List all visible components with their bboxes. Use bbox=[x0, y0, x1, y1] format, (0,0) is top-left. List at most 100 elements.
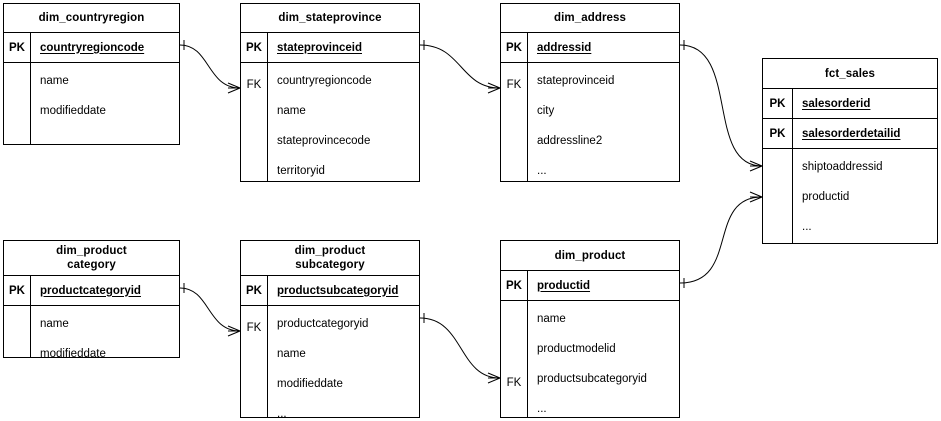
attribute-dim_countryregion-0[interactable]: name bbox=[40, 75, 69, 87]
attribute-tag-column-dim_productcategory bbox=[4, 306, 31, 357]
fk-tag-dim_productsubcategory-0: FK bbox=[246, 322, 262, 334]
attribute-list-dim_countryregion: name modifieddate bbox=[31, 63, 179, 144]
relationship-product-to-sales[interactable] bbox=[679, 191, 763, 288]
cardinality-many-marker bbox=[487, 82, 501, 94]
attribute-dim_stateprovince-2[interactable]: stateprovincecode bbox=[277, 135, 371, 147]
key-row-dim_stateprovince-stateprovinceid[interactable]: PK stateprovinceid bbox=[241, 33, 419, 63]
entity-title-dim_stateprovince: dim_stateprovince bbox=[241, 4, 419, 33]
attribute-dim_address-3[interactable]: ... bbox=[537, 165, 547, 177]
relationship-line bbox=[679, 44, 763, 167]
key-name-dim_productcategory-0: productcategoryid bbox=[40, 284, 141, 297]
attribute-dim_address-2[interactable]: addressline2 bbox=[537, 135, 603, 147]
attribute-dim_product-2[interactable]: productsubcategoryid bbox=[537, 373, 647, 385]
relationship-countryregion-to-stateprovince[interactable] bbox=[179, 40, 241, 94]
cardinality-many-marker bbox=[749, 191, 763, 203]
attribute-dim_productsubcategory-2[interactable]: modifieddate bbox=[277, 378, 343, 390]
attribute-section-fct_sales: shiptoaddressid productid... bbox=[763, 149, 937, 243]
key-row-dim_productcategory-productcategoryid[interactable]: PK productcategoryid bbox=[4, 276, 179, 306]
attribute-list-dim_product: name productmodelid productsubcategoryid..… bbox=[528, 301, 679, 417]
entity-title-dim_address: dim_address bbox=[501, 4, 679, 33]
cardinality-many-marker bbox=[227, 82, 241, 94]
attribute-section-dim_countryregion: name modifieddate bbox=[4, 63, 179, 144]
attribute-dim_product-0[interactable]: name bbox=[537, 313, 566, 325]
attribute-dim_stateprovince-0[interactable]: countryregioncode bbox=[277, 75, 372, 87]
cardinality-many-marker bbox=[227, 325, 241, 337]
attribute-dim_productsubcategory-0[interactable]: productcategoryid bbox=[277, 318, 369, 330]
key-name-dim_stateprovince-0: stateprovinceid bbox=[277, 41, 362, 54]
key-row-dim_productsubcategory-productsubcategoryid[interactable]: PK productsubcategoryid bbox=[241, 276, 419, 306]
attribute-dim_productsubcategory-1[interactable]: name bbox=[277, 348, 306, 360]
relationship-address-to-sales[interactable] bbox=[679, 40, 763, 172]
attribute-section-dim_product: FK name productmodelid productsubcategoryid… bbox=[501, 301, 679, 417]
attribute-section-dim_address: FK stateprovinceid city addressline2... bbox=[501, 63, 679, 181]
relationship-line bbox=[679, 196, 763, 284]
key-tag-fct_sales-0: PK bbox=[763, 89, 793, 118]
attribute-tag-column-dim_countryregion bbox=[4, 63, 31, 144]
relationship-stateprovince-to-address[interactable] bbox=[419, 40, 501, 94]
key-tag-dim_stateprovince-0: PK bbox=[241, 33, 268, 62]
key-tag-dim_countryregion-0: PK bbox=[4, 33, 31, 62]
attribute-dim_productsubcategory-3[interactable]: ... bbox=[277, 408, 287, 420]
relationship-line bbox=[179, 287, 241, 332]
attribute-list-fct_sales: shiptoaddressid productid... bbox=[793, 149, 937, 243]
attribute-tag-column-dim_productsubcategory: FK bbox=[241, 306, 268, 417]
key-tag-dim_productcategory-0: PK bbox=[4, 276, 31, 305]
attribute-fct_sales-2[interactable]: ... bbox=[802, 221, 812, 233]
attribute-section-dim_productcategory: name modifieddate bbox=[4, 306, 179, 360]
key-tag-dim_productsubcategory-0: PK bbox=[241, 276, 268, 305]
key-name-dim_productsubcategory-0: productsubcategoryid bbox=[277, 284, 399, 297]
fk-tag-dim_address-0: FK bbox=[506, 79, 522, 91]
cardinality-many-marker bbox=[749, 160, 763, 172]
attribute-fct_sales-0[interactable]: shiptoaddressid bbox=[802, 161, 883, 173]
relationship-line bbox=[419, 44, 501, 89]
key-name-fct_sales-1: salesorderdetailid bbox=[802, 127, 901, 140]
attribute-dim_address-1[interactable]: city bbox=[537, 105, 555, 117]
attribute-tag-column-dim_address: FK bbox=[501, 63, 528, 181]
attribute-tag-column-dim_product: FK bbox=[501, 301, 528, 417]
attribute-dim_countryregion-1[interactable]: modifieddate bbox=[40, 105, 106, 117]
entity-title-dim_countryregion: dim_countryregion bbox=[4, 4, 179, 33]
attribute-dim_productcategory-0[interactable]: name bbox=[40, 318, 69, 330]
entity-title-dim_productsubcategory: dim_product subcategory bbox=[241, 241, 419, 276]
attribute-dim_product-3[interactable]: ... bbox=[537, 403, 547, 415]
attribute-dim_address-0[interactable]: stateprovinceid bbox=[537, 75, 615, 87]
fk-tag-dim_product-0: FK bbox=[506, 377, 522, 389]
key-tag-dim_product-0: PK bbox=[501, 271, 528, 300]
relationship-productcategory-to-subcategory[interactable] bbox=[179, 283, 241, 337]
key-name-dim_product-0: productid bbox=[537, 279, 591, 292]
key-name-fct_sales-0: salesorderid bbox=[802, 97, 871, 110]
relationship-line bbox=[179, 44, 241, 89]
entity-title-dim_product: dim_product bbox=[501, 241, 679, 271]
attribute-section-dim_productsubcategory: FK productcategoryid name modifieddate... bbox=[241, 306, 419, 420]
fk-tag-dim_stateprovince-0: FK bbox=[246, 79, 262, 91]
cardinality-many-marker bbox=[487, 372, 501, 384]
key-row-fct_sales-salesorderid[interactable]: PK salesorderid bbox=[763, 89, 937, 119]
attribute-section-dim_stateprovince: FK countryregioncode name stateprovincecode… bbox=[241, 63, 419, 181]
relationship-line bbox=[419, 317, 501, 379]
attribute-list-dim_stateprovince: countryregioncode name stateprovincecode te… bbox=[268, 63, 419, 181]
attribute-dim_productcategory-1[interactable]: modifieddate bbox=[40, 348, 106, 360]
entity-title-dim_productcategory: dim_product category bbox=[4, 241, 179, 276]
key-row-dim_product-productid[interactable]: PK productid bbox=[501, 271, 679, 301]
key-name-dim_address-0: addressid bbox=[537, 41, 592, 54]
attribute-fct_sales-1[interactable]: productid bbox=[802, 191, 850, 203]
attribute-tag-column-fct_sales bbox=[763, 149, 793, 243]
attribute-list-dim_productsubcategory: productcategoryid name modifieddate... bbox=[268, 306, 419, 420]
relationship-subcategory-to-product[interactable] bbox=[419, 313, 501, 384]
attribute-dim_stateprovince-1[interactable]: name bbox=[277, 105, 306, 117]
attribute-list-dim_address: stateprovinceid city addressline2... bbox=[528, 63, 679, 181]
attribute-dim_product-1[interactable]: productmodelid bbox=[537, 343, 616, 355]
attribute-dim_stateprovince-3[interactable]: territoryid bbox=[277, 165, 325, 177]
attribute-list-dim_productcategory: name modifieddate bbox=[31, 306, 179, 360]
